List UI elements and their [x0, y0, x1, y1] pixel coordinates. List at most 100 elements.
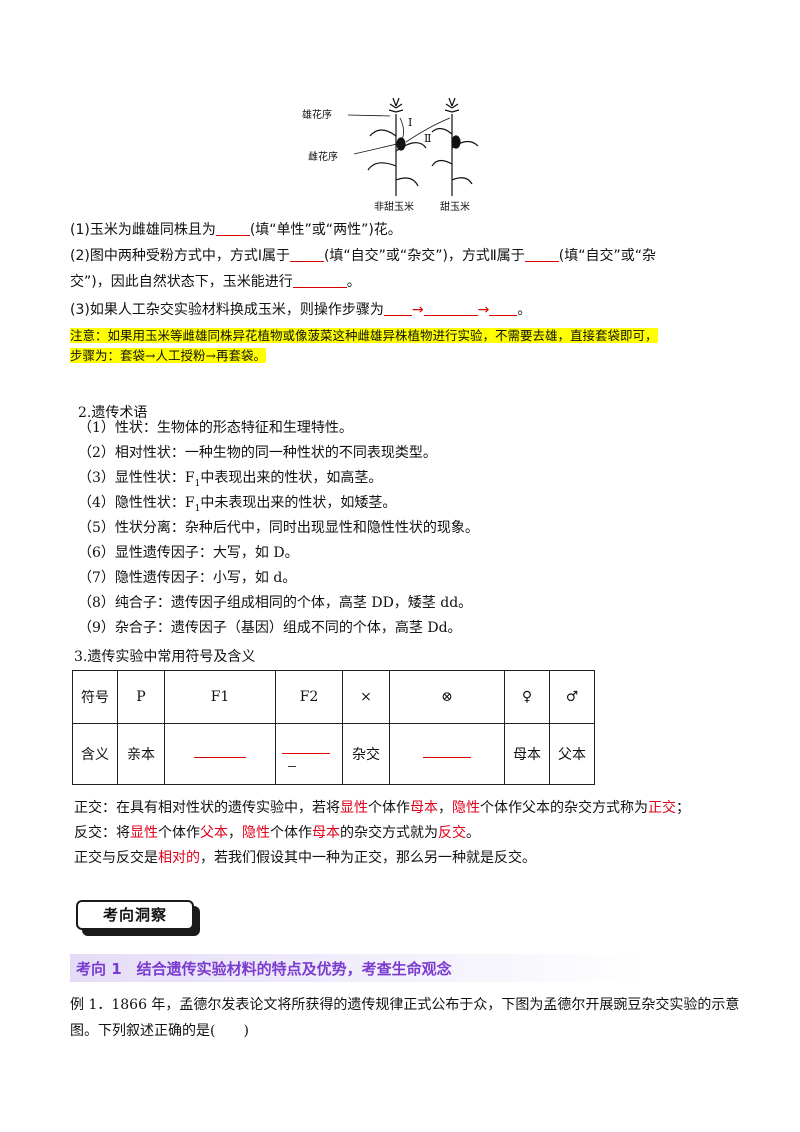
question-3: (3)如果人工杂交实验材料换成玉米，则操作步骤为 → → 。 — [70, 298, 531, 322]
red-text: 隐性 — [242, 825, 270, 841]
red-text: 母本 — [312, 825, 340, 841]
text: 的杂交方式就为 — [340, 825, 438, 841]
row-head-symbol: 符号 — [72, 670, 118, 724]
note-line-1: 注意：如果用玉米等雌雄同株异花植物或像菠菜这种雌雄异株植物进行实验，不需要去雄，… — [70, 328, 658, 343]
answer-blank[interactable] — [383, 301, 412, 316]
question-1: (1)玉米为雌雄同株且为(填“单性”或“两性”)花。 — [70, 218, 402, 242]
text: 反交：将 — [74, 825, 130, 841]
answer-blank[interactable] — [292, 273, 347, 288]
male-inflorescence-label: 雄花序 — [302, 108, 332, 121]
row-head-meaning: 含义 — [72, 723, 118, 785]
answer-blank[interactable] — [215, 221, 250, 236]
subscript-1: 1 — [194, 478, 201, 489]
section-2-heading: 2.遗传术语 — [78, 405, 148, 421]
section-banner: 考向洞察 — [76, 900, 206, 940]
mark-two: Ⅱ — [424, 132, 431, 145]
header-cell: ♀ — [504, 670, 550, 724]
question-2-period: 。 — [346, 274, 361, 290]
forward-cross-paragraph: 正交：在具有相对性状的遗传实验中，若将显性个体作母本，隐性个体作父本的杂交方式称… — [74, 798, 690, 818]
red-text: 母本 — [410, 800, 438, 816]
term-4-text-end: 中未表现出来的性状，如矮茎。 — [200, 495, 397, 511]
arrow-icon: → — [477, 302, 490, 318]
term-2: （2）相对性状：一种生物的同一种性状的不同表现类型。 — [78, 445, 437, 461]
symbols-table: 符号 P F1 F2 × ⊗ ♀ ♂ 含义 亲本 杂交 母本 父本 — [72, 670, 595, 785]
red-text: 相对的 — [158, 850, 200, 866]
term-7: （7）隐性遗传因子：小写，如 d。 — [78, 570, 297, 586]
term-3-text: （3）显性性状：F — [78, 470, 195, 486]
question-2-text-mid: (填“自交”或“杂交”)，方式Ⅱ属于 — [323, 248, 525, 264]
text: 个体作父本的杂交方式称为 — [480, 800, 648, 816]
red-text: 隐性 — [452, 800, 480, 816]
meaning-cell: 亲本 — [117, 723, 165, 785]
red-text: 正交 — [648, 800, 676, 816]
topic-heading: 考向 1 结合遗传实验材料的特点及优势，考查生命观念 — [76, 960, 452, 978]
question-1-text: (1)玉米为雌雄同株且为 — [70, 222, 216, 238]
text: 个体作 — [368, 800, 410, 816]
answer-blank[interactable] — [289, 247, 324, 262]
red-text: 显性 — [130, 825, 158, 841]
meaning-cell: 母本 — [504, 723, 550, 785]
answer-line[interactable] — [194, 747, 246, 758]
mark-one: Ⅰ — [408, 116, 412, 129]
arrow-icon: → — [411, 302, 424, 318]
answer-line[interactable] — [423, 747, 471, 758]
question-3-text: (3)如果人工杂交实验材料换成玉米，则操作步骤为 — [70, 302, 384, 318]
left-corn-plant — [367, 97, 427, 196]
answer-line-tail — [288, 760, 296, 767]
text: ， — [228, 825, 242, 841]
banner-title: 考向洞察 — [76, 900, 194, 930]
left-plant-caption: 非甜玉米 — [374, 200, 414, 213]
text: ； — [676, 800, 690, 816]
question-2-text: (2)图中两种受粉方式中，方式Ⅰ属于 — [70, 248, 290, 264]
female-inflorescence-label: 雌花序 — [308, 150, 338, 163]
meaning-cell-blank[interactable] — [275, 723, 343, 785]
question-2-text-cont: 交”)，因此自然状态下，玉米能进行 — [70, 274, 293, 290]
term-8: （8）纯合子：遗传因子组成相同的个体，高茎 DD，矮茎 dd。 — [78, 595, 473, 611]
term-1: （1）性状：生物体的形态特征和生理特性。 — [78, 420, 353, 436]
pollination-path-two — [405, 117, 451, 143]
header-cell: ⊗ — [389, 670, 505, 724]
text: 。 — [466, 825, 480, 841]
text: 个体作 — [158, 825, 200, 841]
red-text: 反交 — [438, 825, 466, 841]
question-2-text-end: (填“自交”或“杂 — [558, 248, 657, 264]
text: ， — [438, 800, 452, 816]
header-cell: P — [117, 670, 165, 724]
meaning-cell-blank[interactable] — [389, 723, 505, 785]
meaning-cell: 父本 — [549, 723, 595, 785]
red-text: 显性 — [340, 800, 368, 816]
female-pointer-line — [353, 143, 398, 155]
term-4-text: （4）隐性性状：F — [78, 495, 195, 511]
example-1-text: 例 1．1866 年，孟德尔发表论文将所获得的遗传规律正式公布于众，下图为孟德尔… — [70, 997, 740, 1039]
term-5: （5）性状分离：杂种后代中，同时出现显性和隐性性状的现象。 — [78, 520, 479, 536]
question-3-period: 。 — [517, 302, 532, 318]
text: 正交与反交是 — [74, 850, 158, 866]
header-cell: ♂ — [549, 670, 595, 724]
note-line-2: 步骤为：套袋→人工授粉→再套袋。 — [70, 348, 266, 363]
pollination-path-one — [399, 117, 404, 141]
text: ，若我们假设其中一种为正交，那么另一种就是反交。 — [200, 850, 536, 866]
reverse-cross-paragraph: 反交：将显性个体作父本，隐性个体作母本的杂交方式就为反交。 — [74, 823, 480, 843]
meaning-cell: 杂交 — [342, 723, 390, 785]
right-corn-plant — [431, 97, 479, 196]
answer-blank[interactable] — [423, 301, 478, 316]
subscript-1: 1 — [194, 503, 201, 514]
question-2-continued: 交”)，因此自然状态下，玉米能进行 。 — [70, 270, 361, 294]
answer-line[interactable] — [282, 743, 330, 754]
header-cell: F2 — [275, 670, 343, 724]
section-3-heading: 3.遗传实验中常用符号及含义 — [74, 649, 256, 665]
question-2: (2)图中两种受粉方式中，方式Ⅰ属于 (填“自交”或“杂交”)，方式Ⅱ属于 (填“自… — [70, 244, 656, 268]
meaning-cell-blank[interactable] — [164, 723, 276, 785]
right-plant-caption: 甜玉米 — [440, 200, 470, 213]
term-3: （3）显性性状：F1中表现出来的性状，如高茎。 — [78, 468, 382, 494]
red-text: 父本 — [200, 825, 228, 841]
corn-pollination-figure: 雄花序 雌花序 Ⅰ Ⅱ 非甜玉米 甜玉米 — [302, 97, 479, 213]
term-3-text-end: 中表现出来的性状，如高茎。 — [200, 470, 383, 486]
header-cell: × — [342, 670, 390, 724]
answer-blank[interactable] — [524, 247, 559, 262]
header-cell: F1 — [164, 670, 276, 724]
term-9: （9）杂合子：遗传因子（基因）组成不同的个体，高茎 Dd。 — [78, 620, 462, 636]
answer-blank[interactable] — [489, 301, 518, 316]
term-6: （6）显性遗传因子：大写，如 D。 — [78, 545, 299, 561]
